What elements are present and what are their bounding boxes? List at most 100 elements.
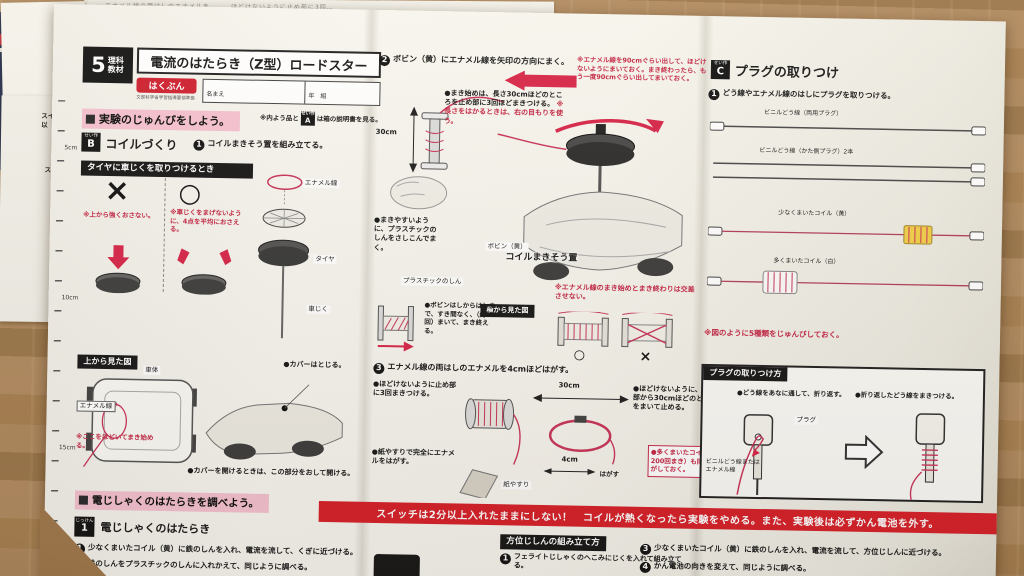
wire-label-1: ビニルどう線（両用プラグ） (764, 109, 843, 118)
wire-label-2: ビニルどう線（かた側プラグ）2本 (759, 146, 854, 156)
name-field: 名まえ 年 組 (202, 78, 381, 106)
step-number: 1 (499, 553, 512, 565)
step-text: どう線やエナメル線のはしにプラグを取りつける。 (722, 88, 896, 101)
car-top-view-diagram (82, 378, 197, 467)
unwind-start-note: ※ここをほどいてまき始める。 (75, 432, 154, 450)
sandpaper-note: ●紙やすりで完全にエナメルをはがす。 (371, 447, 456, 466)
sandpaper-diagram (459, 469, 499, 499)
top-view-header: 上から見た図 (77, 354, 138, 370)
safety-warning-banner: スイッチは2分以上入れたままにしない！ コイルが熱くなったら実験をやめる。また、… (318, 500, 997, 535)
step-text: コイルまきそう置を組み立てる。 (207, 138, 328, 151)
electromagnet-step-2: 2 鉄のしんをプラスチックのしんに入れかえて、同じように調べる。 (73, 558, 389, 576)
strip-step-3: 3 エナメル線の両はしのエナメルを4cmほどはがす。 (373, 362, 703, 380)
wheel-axle-stack-diagram (258, 174, 310, 339)
car-side-view-diagram (205, 384, 343, 460)
right-mark: ○ (178, 178, 202, 209)
ok-mark: ○ (573, 347, 586, 363)
large-coil-wire-diagram (706, 270, 984, 295)
wire-label-4: 多くまいたコイル（白） (773, 257, 840, 266)
step-number: 1 (708, 89, 720, 101)
winding-ok-diagram (557, 311, 609, 347)
cover-open-note: ●カバーを開けるときは、この部分をおして開ける。 (187, 466, 355, 478)
ruler-label-10cm: 10cm (61, 294, 79, 302)
ruler-label-5cm: 5cm (64, 144, 78, 152)
measure-4cm-label: 4cm (561, 455, 578, 464)
ng-mark: × (639, 348, 652, 366)
plug-wound-diagram (909, 413, 946, 500)
strip-word-label: はがす (599, 470, 620, 479)
plug-label: プラグ (794, 415, 819, 425)
prep-heading-band: 実験のじゅんびをしよう。 (81, 108, 241, 132)
measure-4cm-arrow (543, 468, 596, 475)
tire-press-right-diagram (177, 248, 232, 295)
prep-note-pre: ※内よう品と (259, 113, 299, 123)
prep-note-post: は箱の説明書を見る。 (316, 114, 382, 124)
plastic-core-note: ●まきやすいように、プラスチックのしんをさしこんでまく。 (373, 215, 437, 252)
small-coil-wire-diagram (707, 225, 985, 245)
strip-30cm-label: 30cm (558, 381, 580, 390)
step-number: 1 (193, 139, 205, 151)
bobbin-yellow-label: ボビン（黄） (485, 241, 529, 252)
step-number: 2 (378, 54, 391, 67)
hold-end-note: ●ほどけないように止め部に3回まきつける。 (372, 379, 457, 399)
step-text: 鉄のしんをプラスチックのしんに入れかえて、同じように調べる。 (87, 558, 312, 572)
sandpaper-label: 紙やすり (501, 480, 532, 490)
measure-30cm-label: 30cm (375, 127, 397, 137)
electromagnet-heading-band: 電じしゃくのはたらきを調べよう。 (74, 490, 270, 514)
plug-howto-title: プラグの取りつけ方 (703, 365, 788, 382)
coil-winder-car-diagram (497, 118, 683, 281)
axle-label: 車じく (306, 304, 331, 314)
electromagnet-step-1: 1 少なくまいたコイル（黄）に鉄のしんを入れ、電流を流して、くぎに近づける。 (73, 542, 389, 560)
coil-winder-label: コイルまきそう置 (505, 252, 578, 264)
hand-winding-diagram (390, 96, 505, 210)
full-winding-note: ●ボビンはしからはしまで、すき間なく、（約50回）まいて、まき終える。 (424, 300, 496, 335)
tire-press-wrong-diagram (95, 245, 141, 294)
step-number: 3 (640, 543, 652, 556)
main-instruction-sheet: 5cm 10cm 15cm 5 理科教材 電流のはたらき（Z型）ロードスター は… (43, 4, 1006, 576)
lesson-number: 5 (90, 52, 106, 77)
enamel-wire-boxed-label: エナメル線 (76, 400, 116, 412)
ruler-ticks (49, 100, 66, 571)
winding-step-2: 2 ボビン（黄）にエナメル線を矢印の方向にまく。 (378, 54, 575, 70)
red-arrow-left (504, 70, 577, 91)
coil-step-1: 1 コイルまきそう置を組み立てる。 (193, 139, 393, 155)
enamel-wire-label: エナメル線 (302, 178, 340, 188)
spool-diagram (465, 398, 521, 465)
electromagnet-title: 電じしゃくのはたらき (100, 520, 211, 536)
name-cell: 名まえ (203, 79, 306, 104)
tire-note-wrong: ※上から強くおさない。 (83, 210, 155, 220)
no-cross-note: ※エナメル線のまき始めとまき終わりは交差させない。 (554, 283, 695, 302)
next-step-arrow (844, 434, 884, 470)
vinyl-or-enamel-label: ビニルどう線またはエナメル線 (705, 458, 760, 474)
step-number: 4 (639, 561, 651, 574)
prep-heading: 実験のじゅんびをしよう。 (98, 112, 231, 129)
step-text: ボビン（黄）にエナメル線を矢印の方向にまく。 (392, 54, 570, 67)
page-title: 電流のはたらき（Z型）ロードスター (136, 47, 382, 78)
grade-cell: 年 組 (305, 82, 379, 105)
wire-single-plug-diagram (712, 162, 986, 187)
partial-black-panel (373, 553, 420, 576)
step-number: 3 (373, 362, 385, 375)
grade-label: 年 組 (308, 92, 327, 101)
plug-section-title: プラグの取りつけ (734, 64, 840, 82)
panel-divider (162, 178, 166, 293)
bobbin-side-diagram (377, 305, 415, 352)
tire-label: タイヤ (313, 254, 337, 264)
compass-assembly-header: 方位じしんの組み立て方 (500, 534, 606, 552)
electromagnet-heading: 電じしゃくのはたらきを調べよう。 (91, 494, 260, 510)
name-label: 名まえ (206, 90, 225, 99)
wrong-mark: × (104, 172, 131, 209)
lesson-number-block: 5 理科教材 (82, 46, 134, 84)
car-body-label: 車体 (143, 365, 161, 375)
step-text: 少なくまいたコイル（黄）に鉄のしんを入れ、電流を流して、くぎに近づける。 (87, 542, 358, 557)
coil-ring-diagram (548, 415, 616, 465)
measure-30cm-vertical-arrow (409, 106, 419, 173)
wire-label-3: 少なくまいたコイル（黄） (778, 209, 851, 218)
measure-30cm-horizontal-arrow (532, 394, 629, 404)
